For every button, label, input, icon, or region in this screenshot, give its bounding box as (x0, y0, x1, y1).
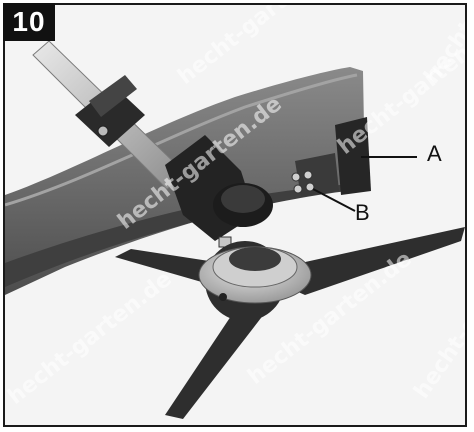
figure-number-badge: 10 (3, 3, 55, 41)
callout-label-a: A (427, 141, 442, 166)
watermark-text: hecht-garten.de (5, 267, 177, 410)
guard-screws (291, 170, 315, 194)
blade-hub (198, 246, 312, 304)
leader-line-b (312, 188, 356, 212)
callout-label-b: B (355, 200, 370, 225)
trimmer-shaft (32, 40, 273, 248)
watermark-text: hecht-garten.de (419, 5, 467, 88)
trimmer-head-photo: hecht-garten.de hecht-garten.de hecht-ga… (5, 5, 467, 419)
figure-frame: hecht-garten.de hecht-garten.de hecht-ga… (3, 3, 467, 427)
